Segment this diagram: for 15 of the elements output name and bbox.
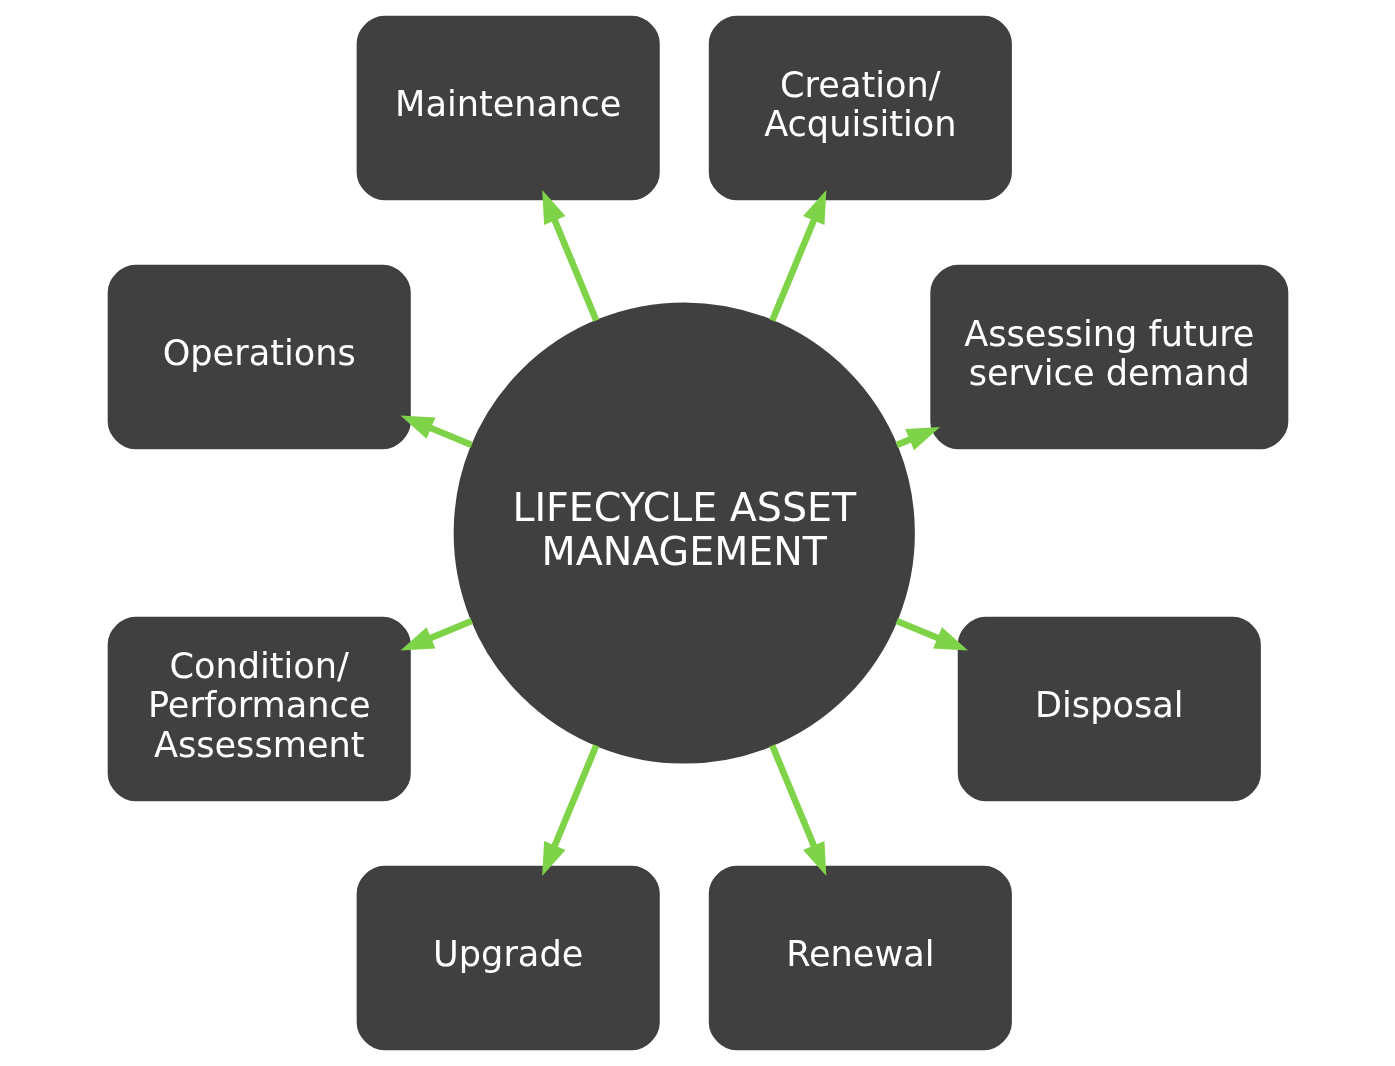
arrow [768,189,826,322]
arrow [541,189,599,322]
node-box: Renewal [708,865,1012,1051]
node-box: Upgrade [356,865,660,1051]
arrow [768,744,826,877]
node-box: Maintenance [356,15,660,201]
node-box: Operations [107,264,411,450]
node-box: Assessing future service demand [929,264,1288,450]
arrow [541,744,599,877]
arrow [399,415,473,448]
arrow [399,618,473,651]
node-box: Condition/ Performance Assessment [107,616,411,802]
node-box: Creation/ Acquisition [708,15,1012,201]
arrow [895,618,968,651]
node-box: Disposal [957,616,1261,802]
